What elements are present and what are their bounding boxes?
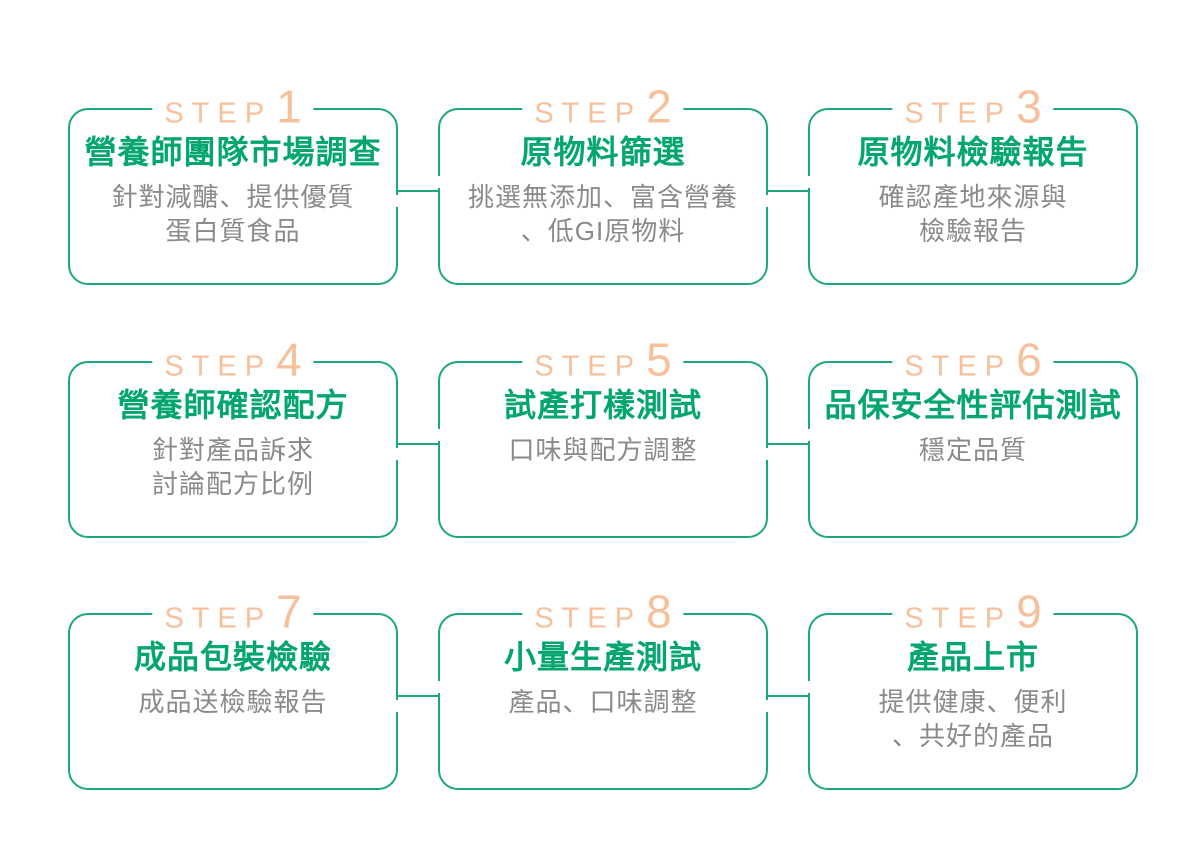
step-number: 6 [1016,333,1042,386]
step-description: 挑選無添加、富含營養、低GI原物料 [440,180,766,249]
step-description: 針對產品訴求討論配方比例 [70,433,396,502]
step-description-line: 蛋白質食品 [165,216,301,247]
step-box-8: STEP 8 小量生產測試 產品、口味調整 [438,588,768,790]
step-number: 7 [276,585,302,638]
connector-line [396,190,440,192]
border-gap [806,681,812,693]
step-word: STEP [904,97,1013,130]
step-label: STEP 4 [152,333,314,386]
step-box-5: STEP 5 試產打樣測試 口味與配方調整 [438,336,768,538]
step-description-line: 穩定品質 [918,434,1027,465]
step-description-line: 成品送檢驗報告 [138,686,328,717]
step-description: 口味與配方調整 [440,433,766,467]
step-box-3: STEP 3 原物料檢驗報告 確認產地來源與檢驗報告 [808,83,1138,285]
step-description-line: 確認產地來源與 [878,181,1068,212]
step-description-line: 口味與配方調整 [508,434,698,465]
step-title: 營養師團隊市場調查 [84,134,382,170]
step-description: 提供健康、便利、共好的產品 [810,685,1136,754]
border-gap [764,700,770,712]
step-number: 9 [1016,585,1042,638]
step-label: STEP 3 [892,80,1054,133]
step-box-7: STEP 7 成品包裝檢驗 成品送檢驗報告 [68,588,398,790]
step-title: 品保安全性評估測試 [824,387,1122,423]
step-label: STEP 8 [522,585,684,638]
step-number: 2 [646,80,672,133]
border-gap [436,429,442,441]
step-label: STEP 1 [152,80,314,133]
step-box-4: STEP 4 營養師確認配方 針對產品訴求討論配方比例 [68,336,398,538]
step-box-2: STEP 2 原物料篩選 挑選無添加、富含營養、低GI原物料 [438,83,768,285]
step-label: STEP 2 [522,80,684,133]
step-title: 成品包裝檢驗 [133,639,332,675]
connector-line [396,443,440,445]
border-gap [764,195,770,207]
step-description-line: 、低GI原物料 [520,216,686,247]
border-gap [394,448,400,460]
step-label: STEP 6 [892,333,1054,386]
step-description-line: 挑選無添加、富含營養 [467,181,738,212]
step-box-6: STEP 6 品保安全性評估測試 穩定品質 [808,336,1138,538]
step-description: 針對減醣、提供優質蛋白質食品 [70,180,396,249]
step-number: 8 [646,585,672,638]
step-box-1: STEP 1 營養師團隊市場調查 針對減醣、提供優質蛋白質食品 [68,83,398,285]
step-title: 營養師確認配方 [117,387,349,423]
step-number: 1 [276,80,302,133]
step-word: STEP [904,602,1013,635]
step-title: 產品上市 [906,639,1039,675]
step-number: 4 [276,333,302,386]
step-description-line: 檢驗報告 [918,216,1027,247]
step-word: STEP [534,350,643,383]
step-number: 3 [1016,80,1042,133]
step-label: STEP 9 [892,585,1054,638]
step-word: STEP [164,97,273,130]
step-description-line: 針對減醣、提供優質 [111,181,355,212]
border-gap [806,429,812,441]
border-gap [806,176,812,188]
border-gap [394,700,400,712]
step-description: 穩定品質 [810,433,1136,467]
connector-line [766,190,810,192]
step-title: 試產打樣測試 [503,387,702,423]
step-title: 小量生產測試 [503,639,702,675]
step-word: STEP [164,602,273,635]
step-label: STEP 5 [522,333,684,386]
step-word: STEP [534,602,643,635]
step-word: STEP [904,350,1013,383]
border-gap [436,681,442,693]
connector-line [766,443,810,445]
border-gap [394,195,400,207]
border-gap [436,176,442,188]
connector-line [396,695,440,697]
step-description: 成品送檢驗報告 [70,685,396,719]
border-gap [764,448,770,460]
connector-line [766,695,810,697]
step-description-line: 針對產品訴求 [151,434,314,465]
step-word: STEP [164,350,273,383]
step-title: 原物料篩選 [520,134,686,170]
step-description: 產品、口味調整 [440,685,766,719]
step-box-9: STEP 9 產品上市 提供健康、便利、共好的產品 [808,588,1138,790]
step-description: 確認產地來源與檢驗報告 [810,180,1136,249]
step-label: STEP 7 [152,585,314,638]
step-word: STEP [534,97,643,130]
step-description-line: 討論配方比例 [151,469,314,500]
step-description-line: 產品、口味調整 [508,686,698,717]
step-title: 原物料檢驗報告 [857,134,1089,170]
step-description-line: 提供健康、便利 [878,686,1068,717]
step-description-line: 、共好的產品 [891,721,1054,752]
step-number: 5 [646,333,672,386]
